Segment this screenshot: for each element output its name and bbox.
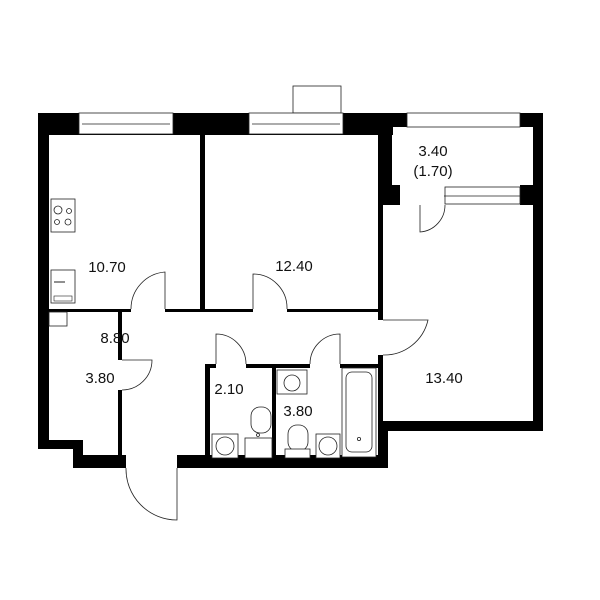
room-area-bathroom: 3.80 <box>283 403 312 420</box>
room-area-living-room: 13.40 <box>425 370 463 387</box>
room-area-balcony-reduced: (1.70) <box>413 163 452 180</box>
room-area-toilet: 2.10 <box>214 381 243 398</box>
ventilation-shaft <box>292 85 342 114</box>
room-area-kitchen: 10.70 <box>88 259 126 276</box>
room-area-bedroom: 12.40 <box>275 258 313 275</box>
room-area-balcony: 3.40 <box>418 143 447 160</box>
bathtub-icon <box>341 367 377 458</box>
room-area-storage: 3.80 <box>85 370 114 387</box>
storage-shelf <box>48 311 68 327</box>
washbasin-icon <box>315 433 341 459</box>
washing-machine-icon <box>276 369 308 395</box>
kitchen-stove-icon <box>50 198 76 233</box>
washbasin-icon <box>211 433 239 459</box>
toilet-icon <box>244 406 273 459</box>
toilet-icon <box>284 424 311 459</box>
kitchen-sink-icon <box>50 269 76 304</box>
doors <box>121 204 446 521</box>
windows <box>78 112 521 205</box>
room-area-hallway: 8.80 <box>100 330 129 347</box>
